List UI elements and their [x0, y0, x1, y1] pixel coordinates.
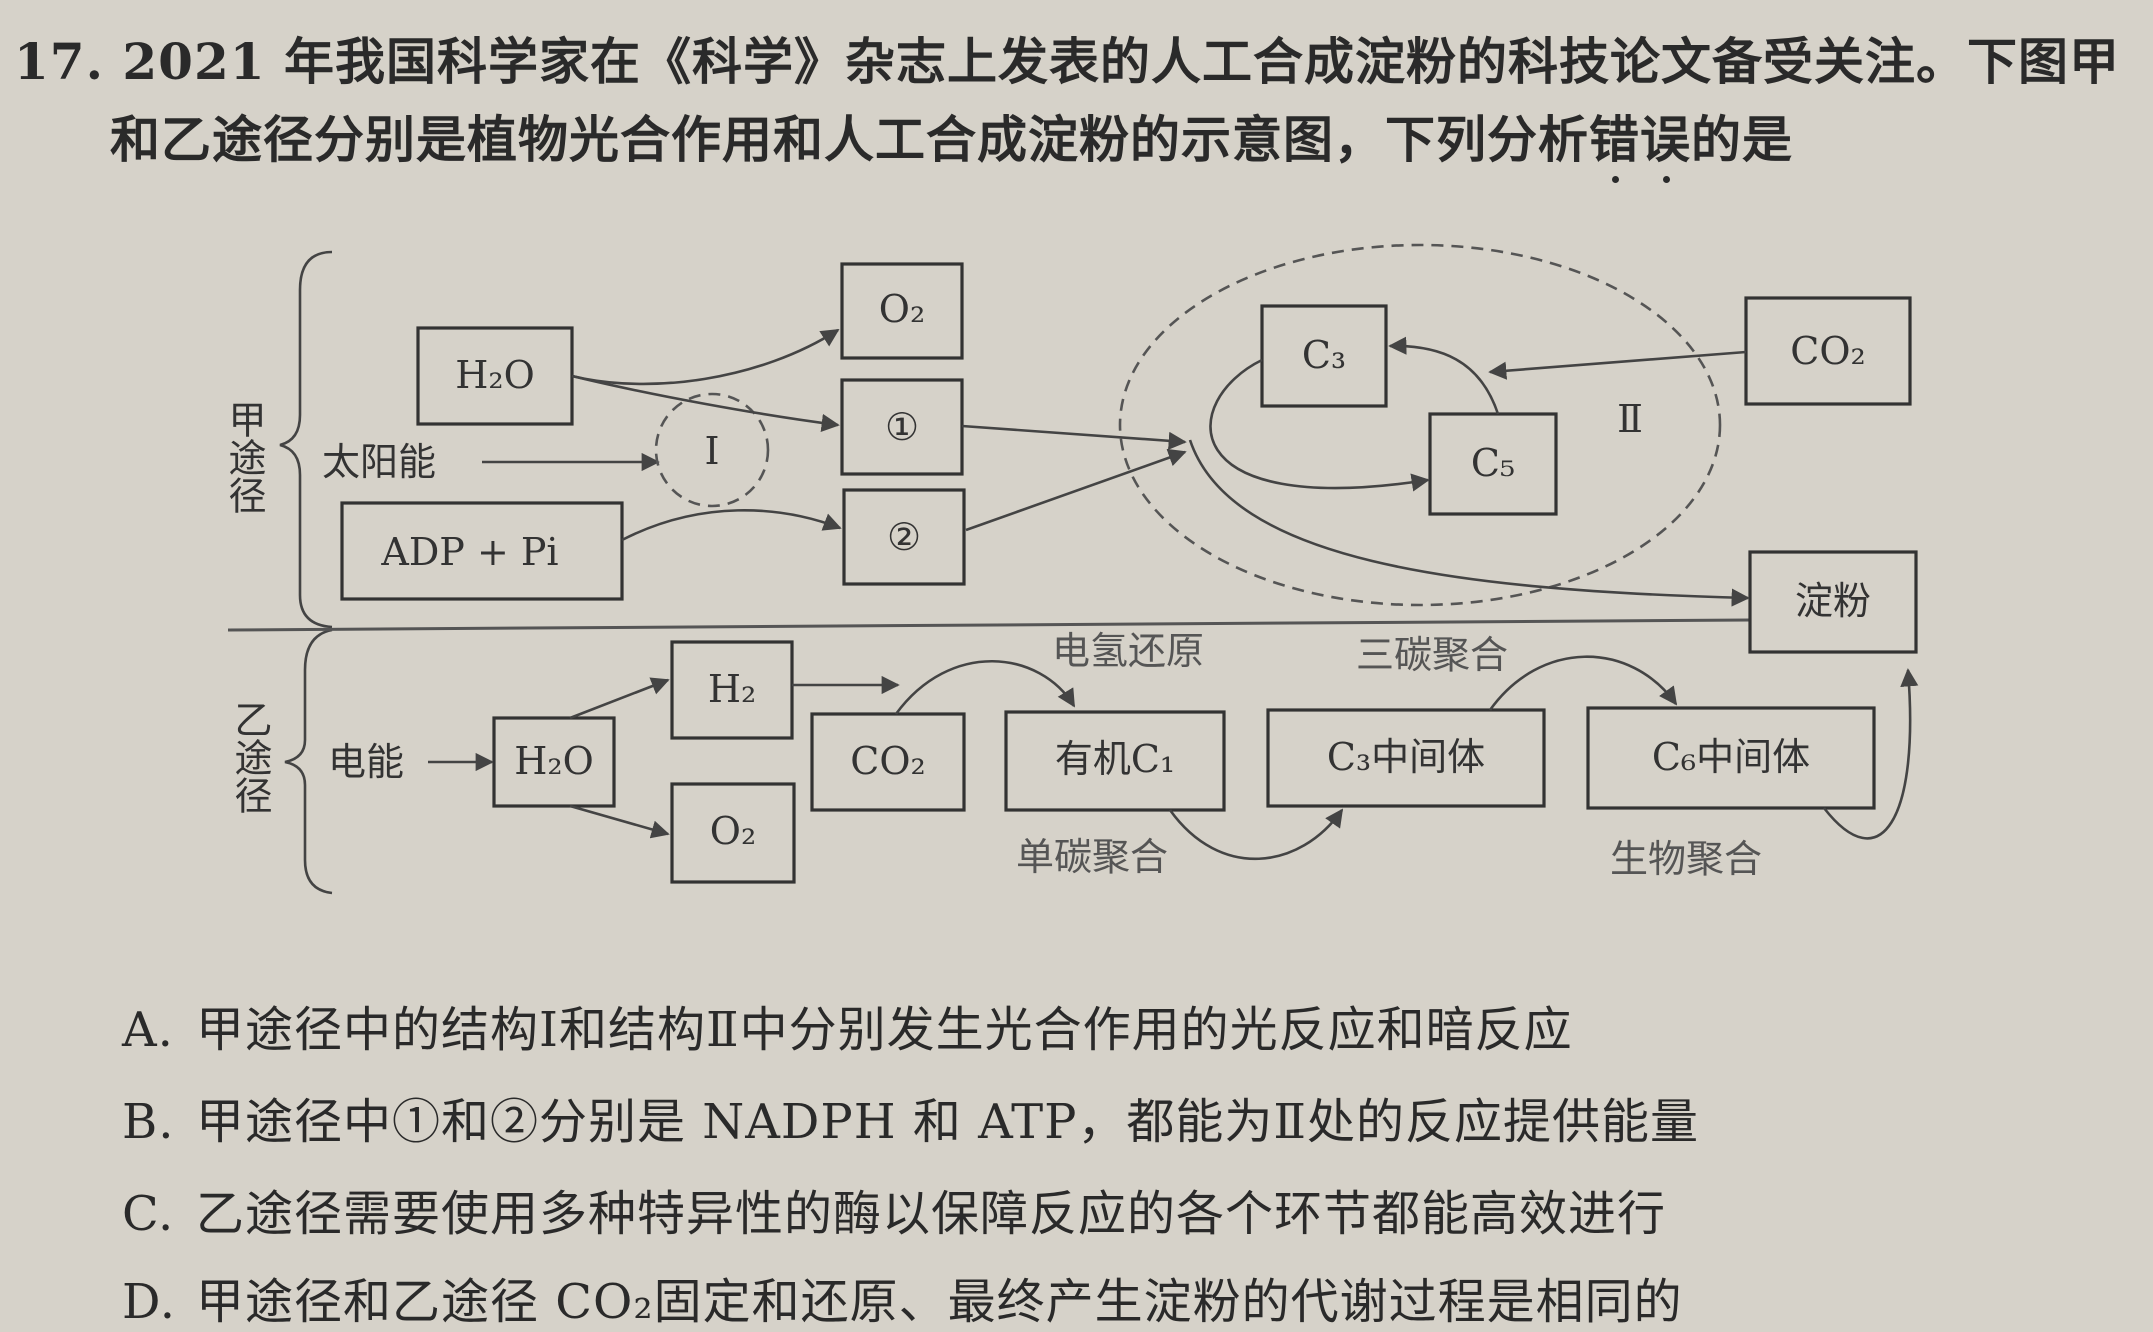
pathway-b-label: 乙途径 — [228, 700, 272, 814]
c5-label: C₅ — [1471, 441, 1515, 485]
structure-i-label: Ⅰ — [704, 429, 719, 473]
question-line-2-end: 的是 — [1691, 110, 1793, 169]
question-line-2-text: 和乙途径分别是植物光合作用和人工合成淀粉的示意图，下列分析 — [110, 110, 1589, 169]
c6-intermediate-label: C₆中间体 — [1652, 735, 1810, 779]
arrow-2-cycle — [965, 448, 1187, 532]
structure-i-circle — [654, 392, 770, 508]
h2o-label-b: H₂O — [514, 739, 594, 783]
c3-intermediate-box — [1266, 708, 1546, 808]
organic-c1-box — [1004, 710, 1226, 812]
h2-box — [670, 640, 794, 740]
pathway-a-label: 甲途径 — [222, 400, 266, 514]
arrow-c6-starch — [1822, 668, 1919, 840]
arrow-c3-c5 — [1209, 358, 1430, 492]
co2-label-b: CO₂ — [850, 739, 925, 783]
option-b[interactable]: B. 甲途径中①和②分别是 NADPH 和 ATP，都能为Ⅱ处的反应提供能量 — [122, 1082, 1699, 1152]
arrow-to-starch — [1188, 439, 1750, 607]
electric-energy-label: 电能 — [328, 740, 404, 784]
arrow-adp-2 — [621, 509, 842, 542]
brace-a — [279, 250, 333, 629]
step-label-three-carbon: 三碳聚合 — [1356, 633, 1508, 677]
co2-label-a: CO₂ — [1790, 329, 1865, 373]
o2-label-b: O₂ — [710, 809, 756, 853]
structure-ii-ellipse — [1118, 243, 1722, 607]
h2o-box-b — [492, 716, 616, 808]
arrow-c3-c6 — [1488, 655, 1678, 711]
question-line-1: 17. 2021 年我国科学家在《科学》杂志上发表的人工合成淀粉的科技论文备受关… — [14, 32, 2120, 91]
c3-box — [1260, 304, 1388, 408]
arrow-c5-c3 — [1388, 336, 1500, 415]
adp-pi-label: ADP + Pi — [380, 530, 558, 574]
arrow-c1-c3 — [1168, 808, 1344, 861]
emphasis-char-2: 误 — [1640, 110, 1691, 169]
o2-box-b — [670, 782, 796, 884]
option-d-text: 甲途径和乙途径 CO₂固定和还原、最终产生淀粉的代谢过程是相同的 — [196, 1274, 1683, 1330]
c3-label: C₃ — [1302, 333, 1346, 377]
starch-label: 淀粉 — [1795, 579, 1871, 623]
option-c-text: 乙途径需要使用多种特异性的酶以保障反应的各个环节都能高效进行 — [196, 1186, 1667, 1242]
emphasis-char-1: 错 — [1589, 110, 1640, 169]
option-a-text: 甲途径中的结构Ⅰ和结构Ⅱ中分别发生光合作用的光反应和暗反应 — [196, 1002, 1573, 1058]
arrow-h2o-o2-b — [569, 804, 670, 839]
arrow-co2-organic-c1 — [894, 659, 1076, 715]
co2-box-b — [810, 712, 966, 812]
product-1-label: ① — [885, 405, 919, 449]
option-b-text: 甲途径中①和②分别是 NADPH 和 ATP，都能为Ⅱ处的反应提供能量 — [196, 1094, 1700, 1150]
option-d[interactable]: D. 甲途径和乙途径 CO₂固定和还原、最终产生淀粉的代谢过程是相同的 — [122, 1262, 1683, 1332]
divider-line — [227, 618, 1751, 632]
o2-box-a — [840, 262, 964, 360]
c6-intermediate-box — [1586, 706, 1876, 810]
h2-label: H₂ — [708, 667, 756, 711]
structure-ii-label: Ⅱ — [1617, 397, 1643, 441]
product-2-label: ② — [887, 515, 921, 559]
step-label-single-carbon: 单碳聚合 — [1016, 835, 1168, 879]
option-d-key: D. — [122, 1274, 177, 1330]
c3-intermediate-label: C₃中间体 — [1327, 735, 1485, 779]
arrow-co2-c5 — [1488, 350, 1747, 380]
option-a[interactable]: A. 甲途径中的结构Ⅰ和结构Ⅱ中分别发生光合作用的光反应和暗反应 — [122, 990, 1573, 1060]
organic-c1-label: 有机C₁ — [1055, 737, 1175, 781]
option-b-key: B. — [122, 1094, 175, 1150]
co2-box-a — [1744, 296, 1912, 406]
h2o-label-a: H₂O — [455, 353, 535, 397]
step-label-hydrogen-reduction: 电氢还原 — [1052, 629, 1204, 673]
question-line-2: 和乙途径分别是植物光合作用和人工合成淀粉的示意图，下列分析错误的是 — [110, 100, 1793, 172]
c5-box — [1428, 412, 1558, 516]
arrow-h2o-1 — [571, 374, 840, 432]
starch-box — [1748, 550, 1918, 654]
brace-b — [284, 628, 333, 895]
arrow-h2o-h2 — [569, 677, 670, 720]
arrow-1-cycle — [961, 424, 1187, 450]
solar-energy-label: 太阳能 — [322, 440, 436, 484]
arrow-h2o-o2 — [571, 328, 840, 386]
o2-label-a: O₂ — [879, 287, 925, 331]
step-label-bio-polymerization: 生物聚合 — [1610, 837, 1762, 881]
adp-pi-box — [340, 501, 624, 601]
option-c-key: C. — [122, 1186, 175, 1242]
option-a-key: A. — [122, 1002, 174, 1058]
option-c[interactable]: C. 乙途径需要使用多种特异性的酶以保障反应的各个环节都能高效进行 — [122, 1174, 1666, 1244]
product-2-box — [842, 488, 966, 586]
